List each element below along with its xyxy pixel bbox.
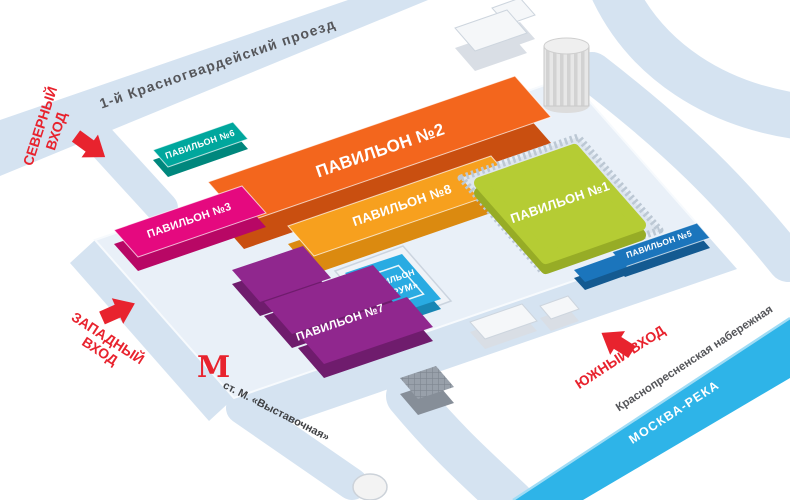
pavilion-7-seg1-top	[232, 246, 331, 302]
north-street-label: 1-й Красногвардейский проезд	[97, 15, 337, 111]
pavilion-7-seg3-top[interactable]	[298, 297, 433, 364]
service-building-d-top	[539, 295, 580, 320]
service-building-a-side	[455, 30, 527, 71]
service-building-a	[454, 9, 528, 71]
pavilion-1-top[interactable]	[474, 144, 646, 264]
service-buildings	[454, 0, 590, 113]
round-service-structure	[352, 473, 388, 500]
pavilion-5-annex-top	[574, 255, 627, 282]
pavilion-6-top[interactable]	[152, 121, 249, 168]
pavilion-6[interactable]: ПАВИЛЬОН №6	[152, 121, 249, 177]
service-building-a-top	[454, 9, 528, 52]
north-entry-road	[82, 122, 178, 224]
gas-holder-tank	[543, 37, 590, 113]
pavilion-1[interactable]: ПАВИЛЬОН №1	[457, 133, 664, 275]
service-building-d-side	[540, 308, 579, 331]
gas-holder-body	[543, 45, 590, 107]
technical-building-top	[400, 366, 454, 399]
south-entrance-arrow	[601, 331, 636, 358]
east-road	[572, 52, 790, 282]
service-building-d	[539, 295, 580, 331]
northeast-road	[592, 0, 790, 139]
pavilion-5[interactable]: ПАВИЛЬОН №5	[574, 222, 711, 290]
west-entrance-arrow	[99, 298, 135, 325]
southwest-road	[70, 240, 234, 421]
pavilion-7-seg2-top	[264, 265, 401, 334]
metro-passage-road	[226, 392, 368, 500]
pavilion-7[interactable]: ПАВИЛЬОН №7	[232, 246, 433, 378]
river	[512, 316, 790, 500]
technical-building	[400, 366, 454, 415]
river-bank-line	[512, 316, 790, 500]
metro-icon: М	[197, 350, 230, 385]
gas-holder-top	[543, 37, 590, 55]
pavilion-3-top[interactable]	[113, 185, 267, 258]
pavilion-3[interactable]: ПАВИЛЬОН №3	[113, 185, 267, 271]
service-building-c-top	[469, 303, 538, 340]
pavilion-2[interactable]: ПАВИЛЬОН №2	[207, 75, 552, 249]
pavilion-8[interactable]: ПАВИЛЬОН №8	[287, 155, 518, 274]
service-building-c	[469, 303, 538, 349]
north-entrance-arrow	[71, 130, 106, 158]
